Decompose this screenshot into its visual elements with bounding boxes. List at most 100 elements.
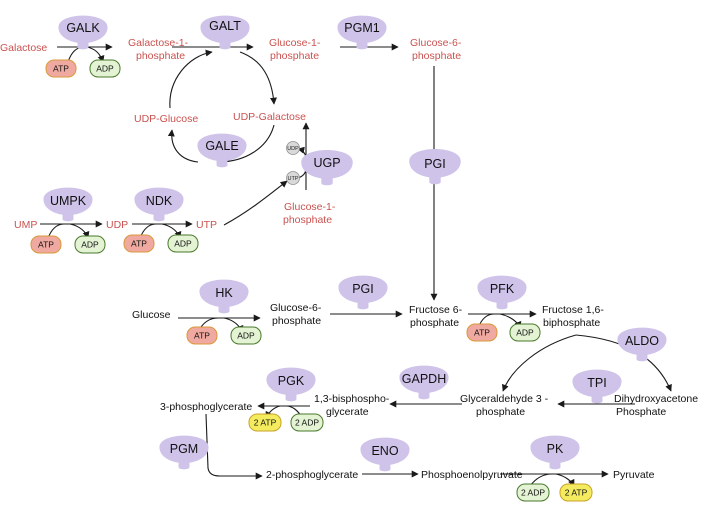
metabolite-galactose-1-phosphate-line2: phosphate [136,50,185,62]
metabolite-glucose-6-phosphate-line2: phosphate [272,315,321,327]
two-adp-badge: 2 ADP [516,483,550,502]
enzyme-label: PGM1 [344,21,379,35]
metabolite-pyruvate: Pyruvate [613,469,655,481]
metabolite-glucose-1-phosphate-line1: Glucose-1- [269,37,321,49]
glycolysis-metabolites: Glucose Glucose-6- phosphate Fructose 6-… [132,302,698,481]
enzyme-label: GALK [66,21,100,35]
svg-text:ATP: ATP [194,331,210,341]
enzyme-label: UMPK [50,194,87,208]
enzyme-pgm: PGM [159,435,209,470]
metabolite-glucose-6-phosphate-top-line2: phosphate [412,50,461,62]
enzyme-pgk: PGK [266,367,316,402]
enzyme-label: PGI [424,157,446,171]
metabolite-utp: UTP [196,219,217,231]
arrow-gale-to-udp-glucose [167,129,199,163]
metabolite-glucose-1-phosphate-bottom-line2: phosphate [283,214,332,226]
metabolite-dhap-line2: Phosphate [616,406,666,418]
atp-badge: ATP [186,326,218,345]
arrow-udp-glucose-to-galt [169,49,213,109]
metabolite-1-3-bisphosphoglycerate-line2: glycerate [326,406,369,418]
metabolite-galactose-1-phosphate-line1: Galactose-1- [128,37,189,49]
svg-text:UTP: UTP [288,176,299,182]
adp-badge: ADP [89,59,121,78]
galactose-metabolites: Galactose Galactose-1- phosphate Glucose… [0,37,462,231]
enzyme-label: PGI [352,282,374,296]
enzyme-label: GALT [209,19,241,33]
enzyme-label: UGP [313,156,340,170]
enzyme-label: GALE [205,139,238,153]
svg-text:ATP: ATP [131,239,147,249]
svg-text:ATP: ATP [474,328,490,338]
enzyme-tpi: TPI [572,369,622,404]
metabolite-dhap-line1: Dihydroxyacetone [614,393,698,405]
enzyme-label: PGM [170,442,198,456]
utp-small-badge: UTP [286,171,300,185]
metabolite-3-phosphoglycerate: 3-phosphoglycerate [160,401,252,413]
two-atp-badge: 2 ATP [559,483,593,502]
enzyme-label: TPI [587,376,606,390]
udp-small-badge: UDP [286,141,300,155]
metabolite-glucose-6-phosphate-line1: Glucose-6- [270,302,322,314]
svg-text:ATP: ATP [38,240,54,250]
enzyme-label: PFK [490,282,515,296]
svg-text:2 ATP: 2 ATP [254,418,277,428]
svg-text:2 ADP: 2 ADP [295,418,319,428]
arrow-pgm [205,413,263,480]
enzyme-gapdh: GAPDH [399,365,449,400]
enzyme-label: ENO [371,444,398,458]
metabolite-fructose-1-6-biphosphate-line1: Fructose 1,6- [542,304,604,316]
metabolite-phosphoenolpyruvate: Phosphoenolpyruvate [421,469,523,481]
atp-badge: ATP [45,59,77,78]
enzyme-pgm1: PGM1 [337,15,387,50]
cofactors: ATP ADP ATP ADP ATP ADP ATP [30,59,593,502]
metabolite-galactose: Galactose [0,42,47,54]
metabolite-udp-glucose: UDP-Glucose [134,113,198,125]
arrow-galt-to-udp-galactose [239,51,278,105]
metabolite-fructose-6-phosphate-line2: phosphate [410,317,459,329]
enzyme-gale: GALE [197,133,247,168]
enzyme-label: NDK [146,194,173,208]
enzyme-label: GAPDH [402,372,446,386]
metabolite-fructose-6-phosphate-line1: Fructose 6- [409,304,463,316]
enzyme-label: HK [215,286,233,300]
enzyme-label: PK [547,442,564,456]
atp-badge: ATP [30,235,62,254]
atp-badge: ATP [466,323,498,342]
enzymes: GALK GALT PGM1 GALE UGP PGI UMPK NDK [43,15,667,472]
svg-text:2 ADP: 2 ADP [521,488,545,498]
svg-text:2 ATP: 2 ATP [565,488,588,498]
enzyme-pk: PK [530,435,580,470]
enzyme-ugp: UGP [301,149,353,186]
enzyme-aldo: ALDO [617,327,667,362]
enzyme-hk: HK [199,279,249,314]
metabolite-g3p-line1: Glyceraldehyde 3 - [460,393,549,405]
svg-text:ATP: ATP [53,64,69,74]
enzyme-eno: ENO [360,437,410,472]
metabolite-glucose-6-phosphate-top-line1: Glucose-6- [410,37,462,49]
two-adp-badge: 2 ADP [290,413,324,432]
arrow-utp-to-ugp [223,180,288,226]
enzyme-pgi: PGI [338,275,388,310]
enzyme-label: PGK [278,374,305,388]
enzyme-label: ALDO [625,334,659,348]
adp-badge: ADP [509,323,541,342]
adp-badge: ADP [74,235,106,254]
metabolite-fructose-1-6-biphosphate-line2: biphosphate [543,317,600,329]
two-atp-badge: 2 ATP [248,413,282,432]
metabolite-2-phosphoglycerate: 2-phosphoglycerate [266,469,358,481]
atp-badge: ATP [123,234,155,253]
adp-badge: ADP [230,326,262,345]
metabolite-g3p-line2: phosphate [476,406,525,418]
metabolite-glucose-1-phosphate-bottom-line1: Glucose-1- [284,201,336,213]
enzyme-galk: GALK [58,15,108,50]
metabolite-udp: UDP [106,219,128,231]
metabolite-1-3-bisphosphoglycerate-line1: 1,3-bisphospho- [314,393,390,405]
adp-badge: ADP [167,234,199,253]
enzyme-umpk: UMPK [43,187,93,222]
arrow-aldo-to-g3p [502,334,577,392]
svg-text:ADP: ADP [96,64,114,74]
enzyme-pgi-vertical: PGI [409,148,461,185]
enzyme-ndk: NDK [134,187,184,222]
metabolite-glucose: Glucose [132,309,171,321]
